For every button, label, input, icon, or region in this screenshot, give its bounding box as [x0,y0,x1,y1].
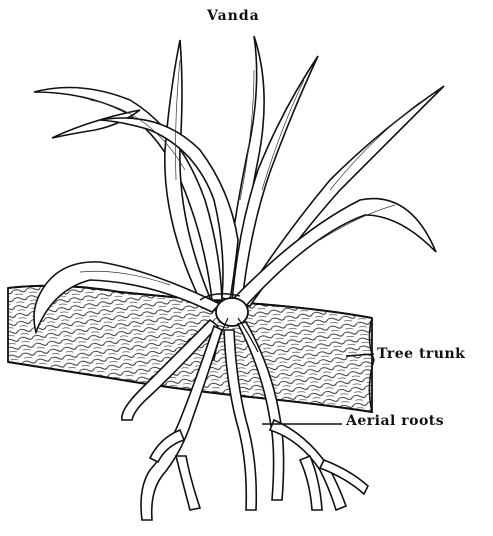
tree-trunk-label: Tree trunk [377,346,465,362]
aerial-roots-label: Aerial roots [346,413,444,429]
diagram-title: Vanda [207,8,260,24]
